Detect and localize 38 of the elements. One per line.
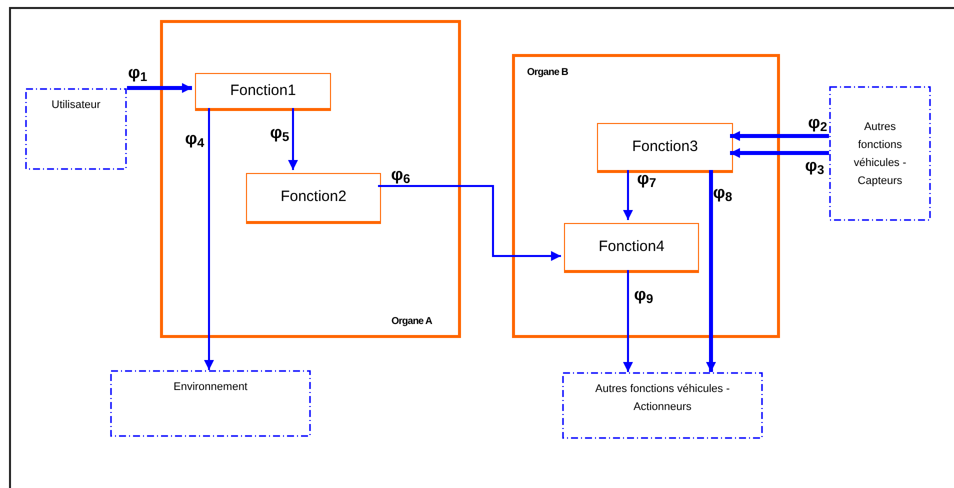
arrow: [204, 108, 214, 370]
external-label: Autres fonctions véhicules - Actionneurs: [594, 382, 731, 415]
edge-label: φ$_{5}$: [270, 124, 290, 141]
arrow: [706, 170, 716, 372]
organ-box: [160, 20, 461, 338]
organ-label: Organe A: [391, 315, 432, 329]
function-box: [246, 173, 381, 224]
function-box: [564, 223, 699, 273]
external-entity-box: [562, 372, 763, 439]
external-entity-box: [829, 86, 931, 221]
edge-label: φ$_{2}$: [808, 114, 828, 131]
function-label: Fonction3: [632, 136, 698, 157]
external-entity-box: [110, 370, 311, 437]
external-entity-box: [25, 88, 127, 170]
edge-label: φ$_{9}$: [634, 286, 654, 303]
edge-label: φ$_{3}$: [805, 157, 824, 174]
arrow: [127, 83, 192, 93]
edge-label: φ$_{4}$: [185, 130, 204, 147]
arrow: [378, 185, 561, 261]
organ-label: Organe B: [527, 66, 568, 80]
arrow: [730, 131, 829, 141]
arrow: [623, 270, 633, 372]
function-box: [195, 73, 331, 111]
edge-label: φ$_{1}$: [128, 64, 148, 81]
function-label: Fonction2: [280, 187, 346, 208]
edge-label: φ$_{7}$: [637, 170, 656, 187]
arrow: [730, 148, 829, 158]
external-label: Environnement: [172, 380, 248, 395]
edge-label: φ$_{8}$: [713, 184, 732, 201]
function-label: Fonction1: [230, 80, 296, 101]
function-box: [597, 123, 733, 173]
edge-label: φ$_{6}$: [391, 166, 410, 183]
arrow: [623, 170, 633, 220]
arrow: [288, 108, 298, 170]
external-label: Autres fonctions véhicules - Capteurs: [852, 120, 908, 188]
external-label: Utilisateur: [50, 98, 102, 113]
organ-box: [512, 54, 780, 338]
function-label: Fonction4: [598, 236, 664, 257]
